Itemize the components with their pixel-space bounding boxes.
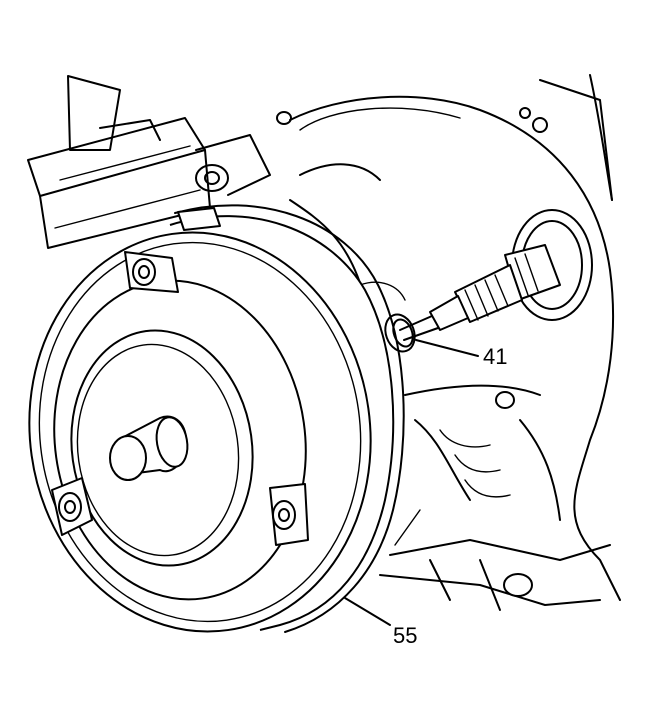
leader-line-41 [415, 339, 479, 357]
seal-ring [384, 313, 416, 353]
leader-line-55 [344, 597, 391, 626]
callout-55-label: 55 [393, 623, 417, 648]
callout-41-label: 41 [483, 344, 507, 369]
input-shaft [399, 209, 593, 341]
torque-converter [28, 204, 405, 633]
transmission-housing [27, 74, 621, 611]
